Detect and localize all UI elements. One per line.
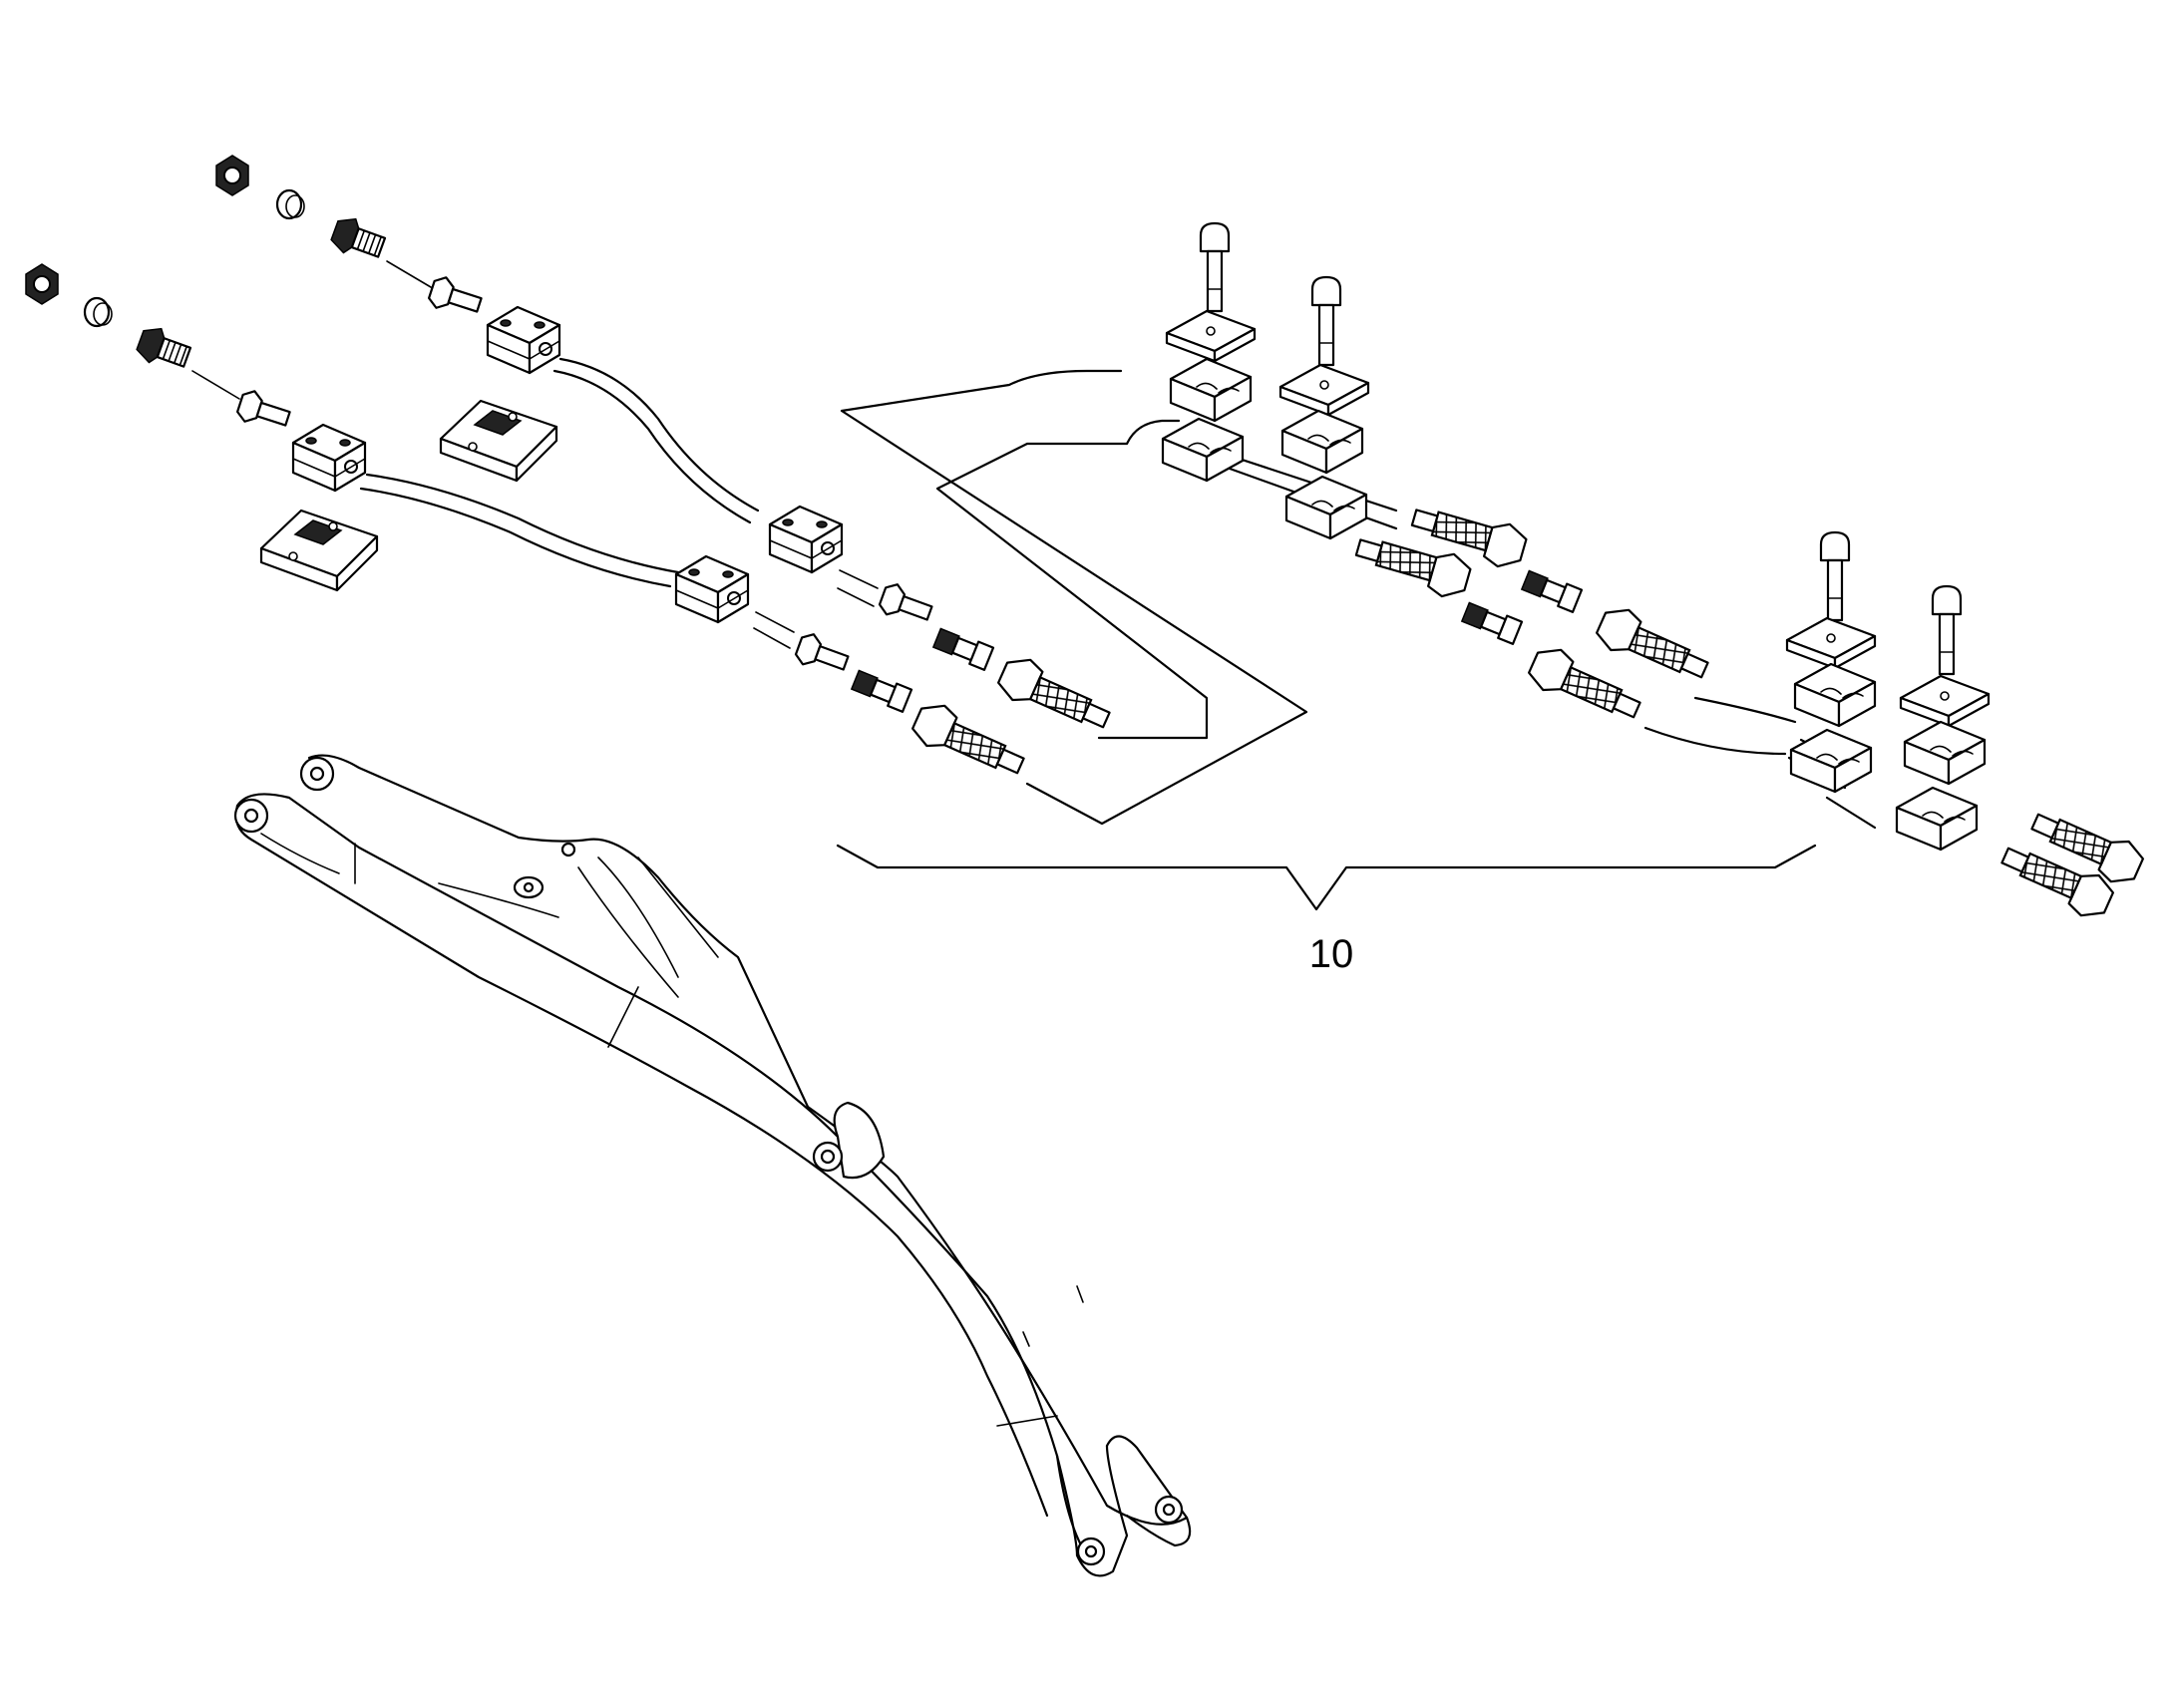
clamp-plate-icon bbox=[259, 509, 379, 592]
clamp-block-icon bbox=[1903, 720, 1987, 786]
boom-arm-icon bbox=[233, 754, 1192, 1577]
hex-bolt-icon bbox=[233, 387, 294, 436]
mid-fitting-group bbox=[753, 569, 1118, 786]
right-fitting-group bbox=[1350, 497, 1716, 730]
clamp-plate-icon bbox=[439, 399, 558, 483]
mid-clamp-group bbox=[674, 505, 844, 624]
right-clamp-stack-2 bbox=[1278, 275, 1370, 540]
nut-icon bbox=[215, 155, 249, 196]
pipe-clamp-icon bbox=[291, 423, 367, 493]
left-fitting-group-lower bbox=[25, 263, 379, 592]
nipple-fitting-icon bbox=[1520, 567, 1584, 613]
bolt-icon bbox=[1310, 275, 1342, 367]
threaded-fitting-icon bbox=[327, 212, 389, 266]
threaded-fitting-icon bbox=[133, 322, 194, 376]
right-clamp-stack-3 bbox=[1785, 530, 1877, 794]
kit-callout: 10 bbox=[836, 844, 1817, 976]
clamp-top-plate-icon bbox=[1278, 363, 1370, 417]
hose-fitting-icon bbox=[907, 696, 1032, 786]
hydraulic-pipe-icon bbox=[359, 357, 760, 588]
hose-fitting-icon bbox=[992, 650, 1118, 740]
nipple-fitting-icon bbox=[850, 667, 913, 713]
hose-fitting-icon bbox=[1591, 600, 1716, 690]
hose-kit-outline bbox=[840, 369, 1308, 826]
pipe-clamp-icon bbox=[674, 554, 750, 624]
clamp-block-icon bbox=[1789, 728, 1873, 794]
washer-icon bbox=[83, 296, 114, 328]
clamp-top-plate-icon bbox=[1899, 674, 1991, 728]
bolt-icon bbox=[1819, 530, 1851, 622]
bolt-icon bbox=[1199, 221, 1231, 313]
clamp-block-icon bbox=[1895, 786, 1979, 852]
clamp-top-plate-icon bbox=[1785, 616, 1877, 670]
nut-icon bbox=[25, 263, 59, 305]
callout-label: 10 bbox=[1309, 932, 1354, 976]
hex-bolt-icon bbox=[792, 629, 853, 680]
nipple-fitting-icon bbox=[1460, 599, 1524, 645]
clamp-block-icon bbox=[1793, 662, 1877, 728]
right-clamp-stack-1 bbox=[1161, 221, 1257, 483]
pipe-clamp-icon bbox=[768, 505, 844, 574]
left-fitting-group-upper bbox=[215, 155, 561, 483]
clamp-block-icon bbox=[1280, 409, 1364, 475]
clamp-block-icon bbox=[1169, 357, 1253, 423]
hose-fitting-icon bbox=[1523, 640, 1648, 730]
washer-icon bbox=[275, 188, 306, 220]
clamp-top-plate-icon bbox=[1165, 309, 1257, 363]
clamp-block-icon bbox=[1161, 417, 1245, 483]
pipe-clamp-icon bbox=[486, 305, 561, 375]
right-clamp-stack-4 bbox=[1895, 584, 1991, 852]
hex-bolt-icon bbox=[876, 579, 936, 630]
nipple-fitting-icon bbox=[931, 625, 995, 671]
right-end-fittings bbox=[1994, 802, 2149, 925]
hex-bolt-icon bbox=[425, 273, 486, 322]
bolt-icon bbox=[1931, 584, 1963, 676]
clamp-block-icon bbox=[1284, 475, 1368, 540]
